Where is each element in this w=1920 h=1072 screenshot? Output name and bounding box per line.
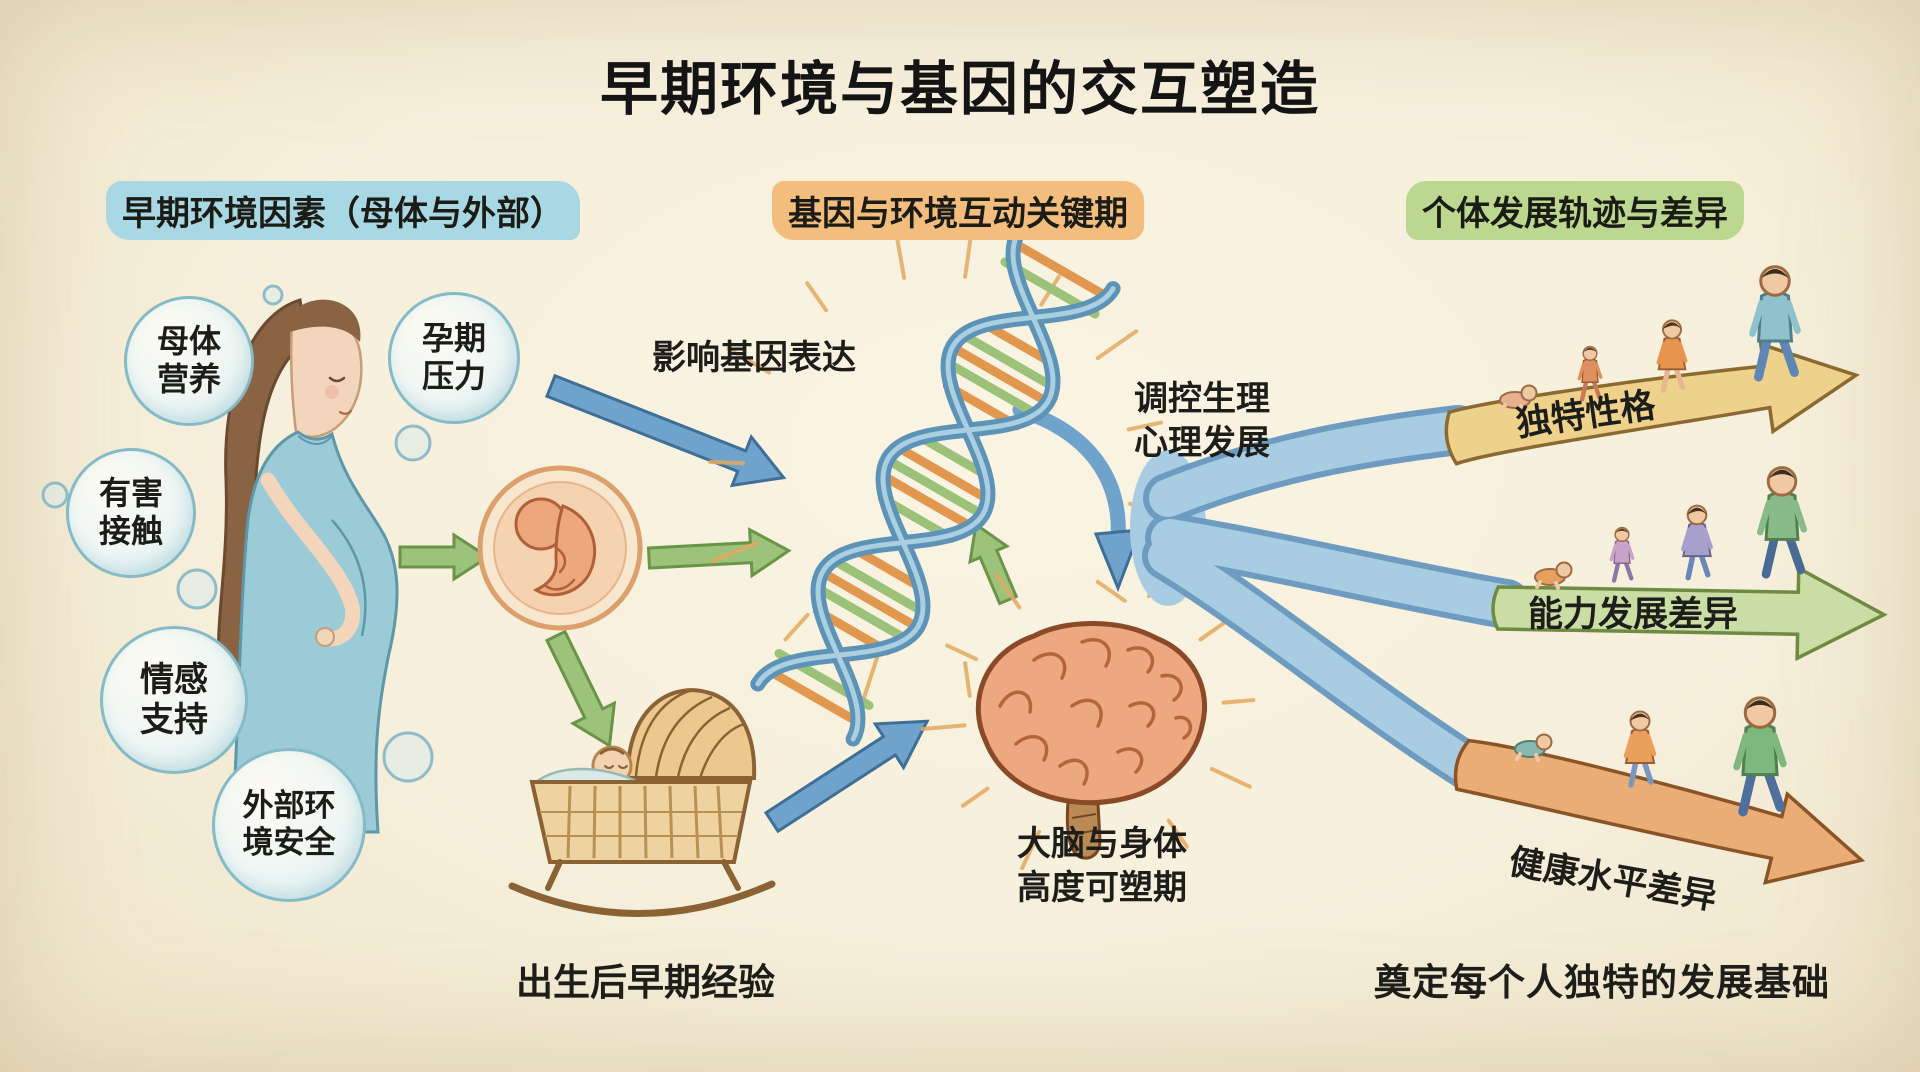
bubble-label-line: 营养 [156, 360, 221, 398]
page-title: 早期环境与基因的交互塑造 [599, 55, 1321, 123]
bubble-label-line: 接触 [98, 512, 163, 550]
section-header-interaction: 基因与环境互动关键期 [772, 181, 1144, 240]
girl-figure [1623, 710, 1657, 788]
factor-bubble-maternal-nutrition: 母体 营养 [124, 296, 254, 426]
label-plasticity-line1: 大脑与身体 [1017, 824, 1187, 864]
outcome-label-ability: 能力发展差异 [1528, 595, 1739, 635]
dna-double-helix-icon [750, 226, 1121, 747]
crawling-baby-figure [1514, 733, 1553, 762]
small-bubbles [41, 284, 434, 783]
bubble-label-line: 外部环 [242, 788, 336, 825]
outcome-arrow-health [1453, 738, 1866, 885]
label-postnatal-experience: 出生后早期经验 [516, 961, 775, 1004]
bubble-label-line: 境安全 [242, 825, 336, 861]
section-header-environment: 早期环境因素（母体与外部） [106, 181, 580, 240]
man-figure [1749, 265, 1801, 382]
label-regulation-line2: 心理发展 [1134, 422, 1270, 463]
arrow-fetus-to-dna-blue [545, 373, 787, 488]
outcome-arrow-ability [1491, 565, 1888, 662]
bubble-label-line: 情感 [140, 659, 208, 700]
section-header-trajectory: 个体发展轨迹与差异 [1406, 181, 1744, 240]
branching-flow [1130, 405, 1531, 792]
factor-bubble-harmful-exposure: 有害 接触 [66, 448, 196, 578]
arrow-woman-to-fetus [398, 532, 491, 582]
label-regulation-line1: 调控生理 [1134, 379, 1270, 419]
pregnant-woman-illustration [217, 298, 399, 834]
dna-rays [708, 228, 1179, 703]
girl-figure [1681, 504, 1713, 581]
walking-figures-health [1514, 696, 1787, 817]
toddler-figure [1609, 526, 1635, 583]
crawling-baby-figure [1534, 561, 1573, 590]
label-plasticity-line2: 高度可塑期 [1017, 868, 1187, 909]
bubble-label-line: 母体 [156, 322, 221, 361]
toddler-figure [1577, 345, 1603, 402]
fetus-illustration [477, 465, 643, 631]
arrow-dna-to-brain-curved [1012, 402, 1143, 593]
bubble-label-line: 孕期 [421, 319, 486, 358]
bubble-label-line: 压力 [421, 357, 486, 395]
label-regulation: 调控生理 心理发展 [1134, 378, 1270, 465]
footer-note: 奠定每个人独特的发展基础 [1374, 961, 1830, 1004]
arrow-cradle-to-brain [763, 719, 930, 834]
factor-bubble-external-safety: 外部环 境安全 [212, 748, 366, 902]
arrow-fetus-to-cradle [545, 629, 617, 749]
walking-figures-ability [1534, 466, 1808, 590]
man-figure [1733, 696, 1787, 817]
bubble-label-line: 支持 [140, 700, 208, 740]
factor-bubble-pregnancy-stress: 孕期 压力 [388, 292, 520, 424]
bubble-label-line: 有害 [98, 474, 163, 513]
outcome-arrow-personality [1444, 341, 1860, 466]
brain-icon [975, 621, 1208, 860]
label-plasticity: 大脑与身体 高度可塑期 [992, 822, 1212, 910]
crawling-baby-figure [1499, 384, 1538, 413]
walking-figures-personality [1499, 265, 1801, 413]
girl-figure [1656, 319, 1688, 393]
label-gene-expression: 影响基因表达 [652, 338, 856, 378]
cradle-illustration [508, 688, 776, 917]
arrow-fetus-to-dna-green [646, 527, 792, 579]
factor-bubble-emotional-support: 情感 支持 [100, 626, 248, 774]
man-figure [1756, 466, 1808, 579]
